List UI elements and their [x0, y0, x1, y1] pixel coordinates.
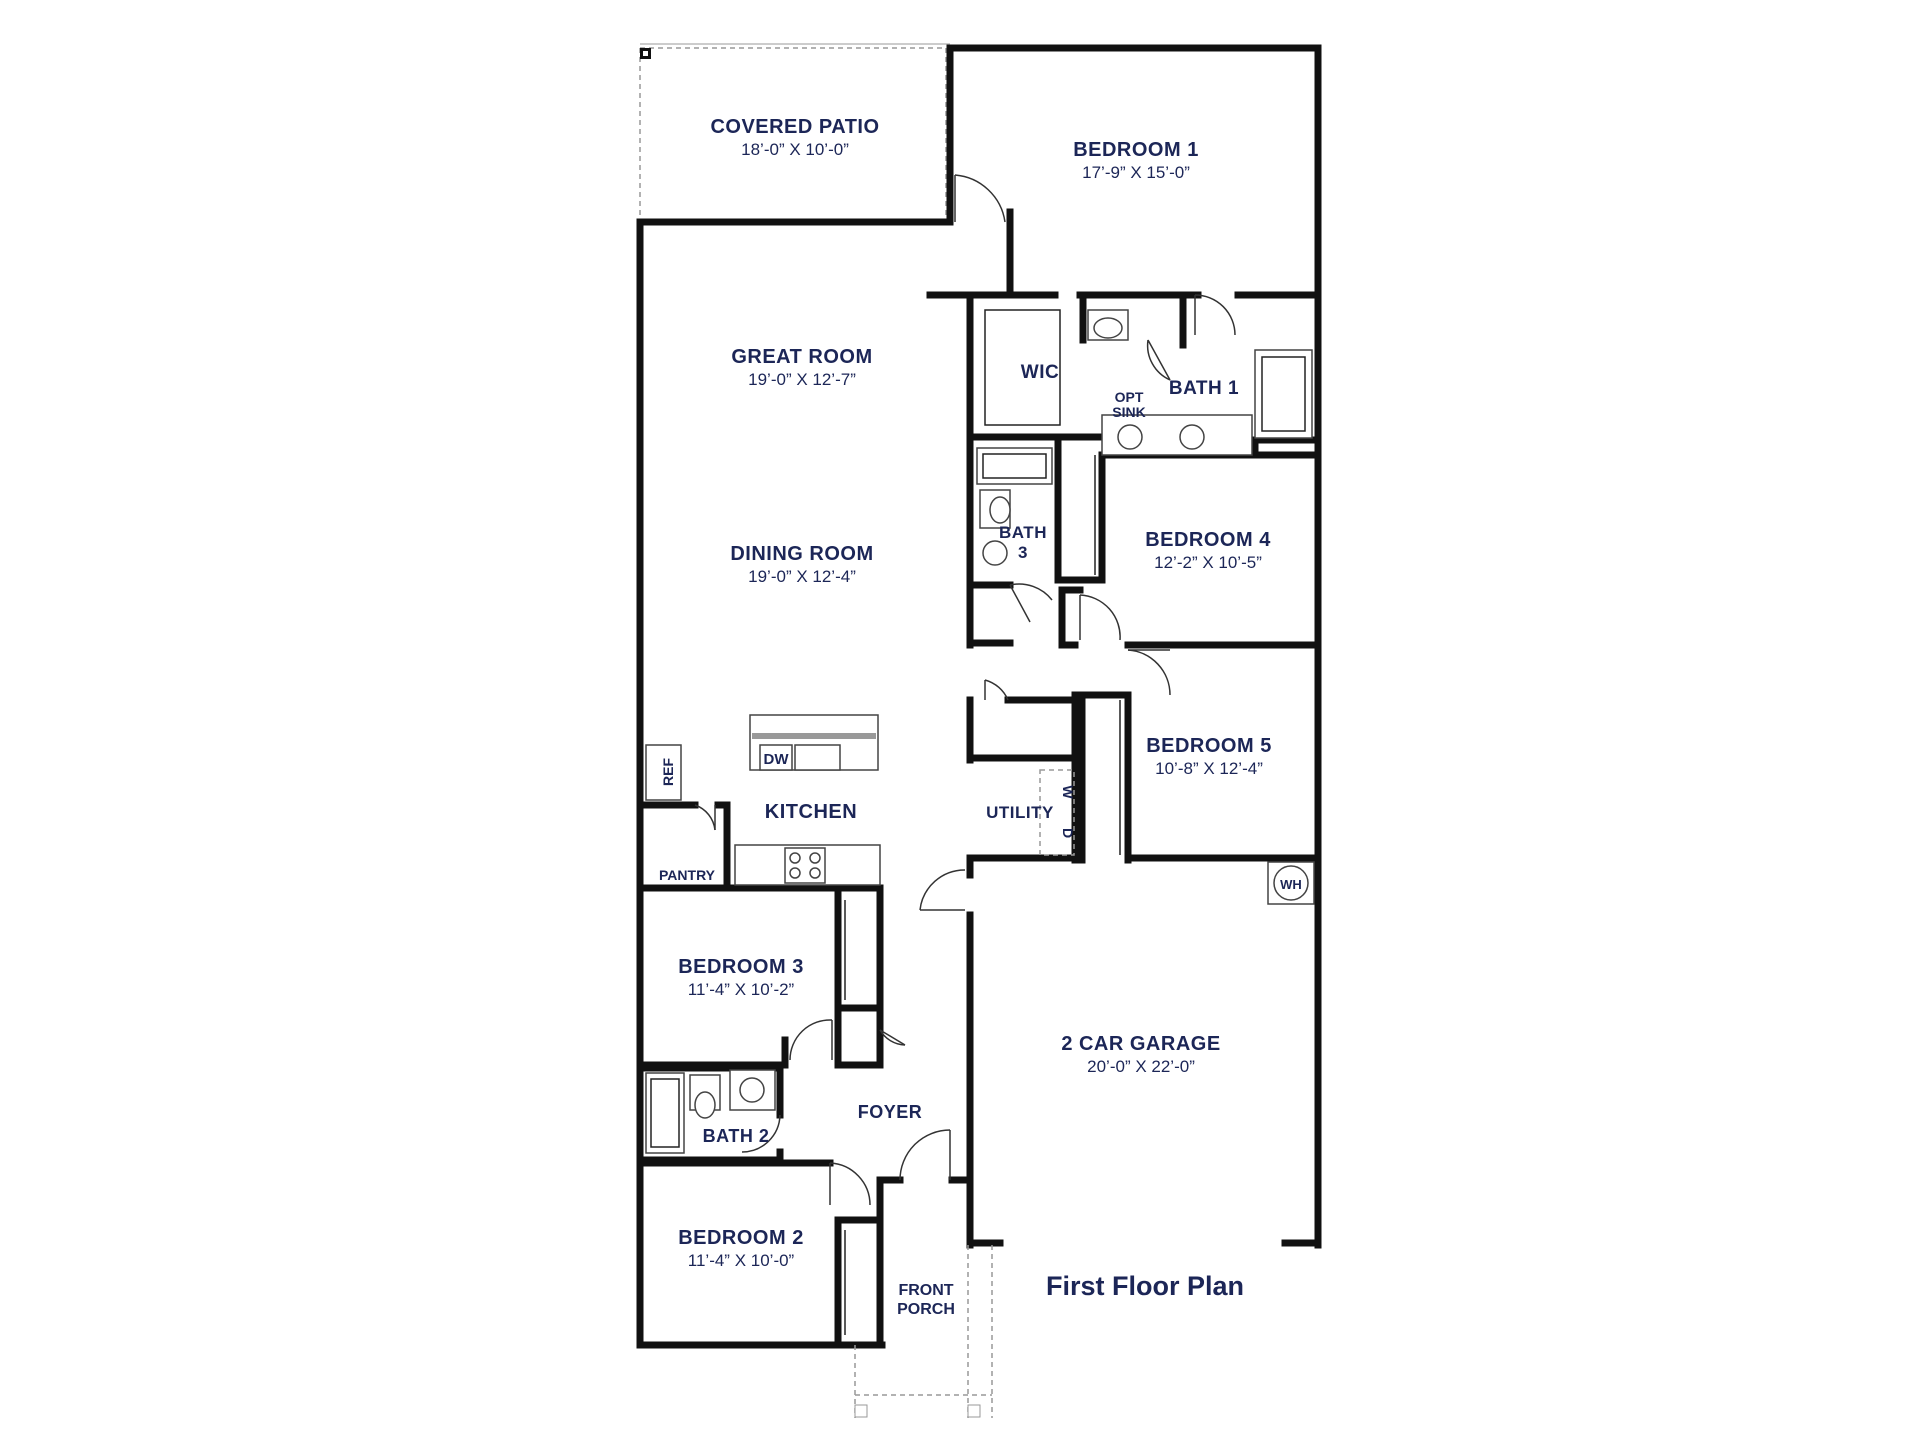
covered-patio-dims: 18’-0” X 10’-0” [741, 140, 849, 159]
great-room-dims: 19’-0” X 12’-7” [748, 370, 856, 389]
bedroom-5-dims: 10’-8” X 12’-4” [1155, 759, 1263, 778]
bedroom-1-dims: 17’-9” X 15’-0” [1082, 163, 1190, 182]
washer-label: W [1060, 785, 1076, 799]
wic-label: WIC [1021, 362, 1059, 383]
front-porch-outline [854, 1245, 993, 1418]
plan-title: First Floor Plan [1046, 1271, 1244, 1301]
ref-label: REF [660, 758, 676, 786]
garage-dims: 20’-0” X 22’-0” [1087, 1057, 1195, 1076]
opt-label: OPT [1115, 389, 1144, 405]
bedroom-3-dims: 11’-4” X 10’-2” [688, 980, 795, 999]
bedroom-1-name: BEDROOM 1 [1073, 139, 1199, 161]
dining-room-name: DINING ROOM [730, 543, 873, 565]
covered-patio-name: COVERED PATIO [710, 116, 879, 138]
kitchen-label: KITCHEN [765, 801, 857, 823]
sink-label: SINK [1112, 404, 1145, 420]
bath-3-label-b: 3 [1018, 543, 1028, 562]
bath-3-label-a: BATH [999, 523, 1047, 542]
pantry-label: PANTRY [659, 867, 716, 883]
bedroom-3-name: BEDROOM 3 [678, 956, 804, 978]
doors [694, 174, 1236, 1206]
front-label: FRONT [898, 1282, 953, 1299]
dw-label: DW [764, 751, 790, 768]
walls [636, 44, 1322, 1349]
dining-room-dims: 19’-0” X 12’-4” [748, 567, 856, 586]
bedroom-4-dims: 12’-2” X 10’-5” [1154, 553, 1262, 572]
bedroom-5-name: BEDROOM 5 [1146, 735, 1272, 757]
dryer-label: D [1060, 828, 1076, 838]
covered-patio-outline [639, 47, 947, 215]
bath-1-label: BATH 1 [1169, 378, 1239, 399]
bedroom-4-name: BEDROOM 4 [1145, 529, 1271, 551]
bedroom-2-dims: 11’-4” X 10’-0” [688, 1251, 795, 1270]
bedroom-2-name: BEDROOM 2 [678, 1227, 804, 1249]
utility-label: UTILITY [986, 803, 1054, 822]
great-room-name: GREAT ROOM [731, 346, 872, 368]
fixtures [645, 309, 1315, 1335]
garage-name: 2 CAR GARAGE [1061, 1033, 1220, 1055]
foyer-label: FOYER [858, 1102, 923, 1122]
room-labels: COVERED PATIO 18’-0” X 10’-0” BEDROOM 1 … [659, 116, 1302, 1318]
bath-2-label: BATH 2 [703, 1126, 770, 1146]
wh-label: WH [1280, 877, 1302, 892]
porch-label: PORCH [897, 1301, 955, 1318]
